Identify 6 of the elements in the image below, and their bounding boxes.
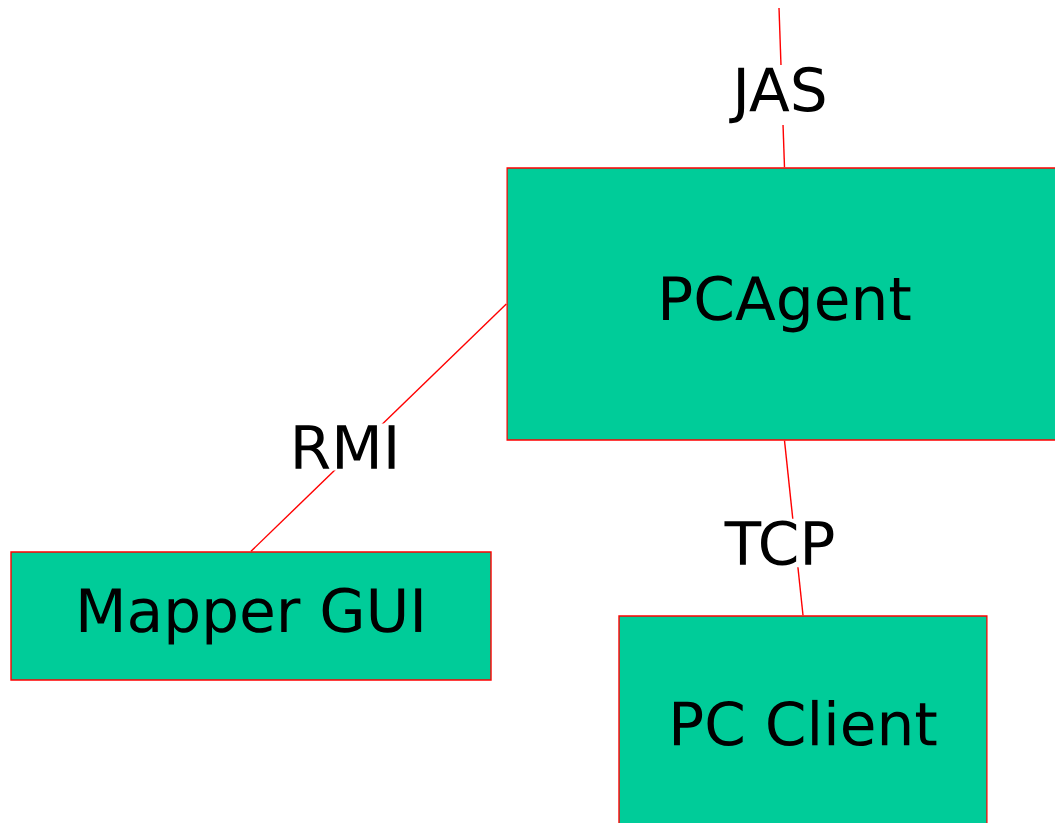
edge-label: TCP (722, 518, 838, 568)
process-box: Mapper GUI (10, 551, 492, 681)
edge-label: RMI (287, 423, 403, 471)
process-box: PCAgent (506, 167, 1055, 441)
process-box: PC Client (618, 615, 988, 823)
edge-label: JAS (729, 65, 830, 125)
